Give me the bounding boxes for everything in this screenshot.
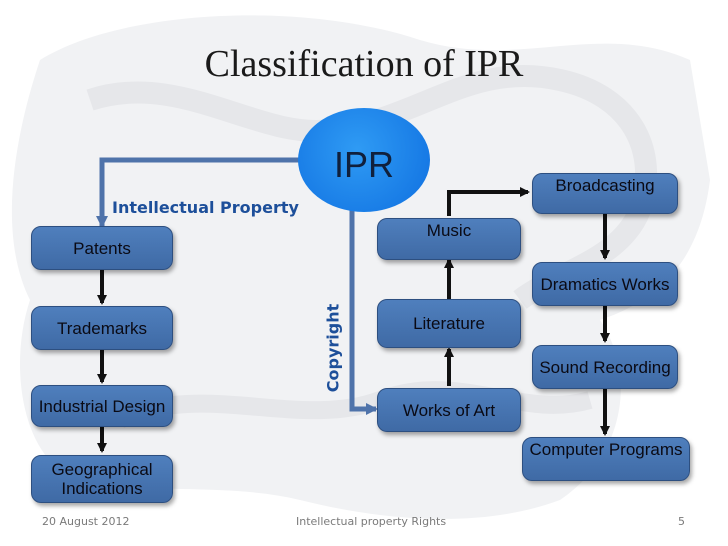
node-industrial-design: Industrial Design: [31, 385, 173, 427]
footer-date: 20 August 2012: [42, 515, 130, 528]
geo-line-2: Indications: [61, 479, 143, 498]
node-broadcasting: Broadcasting: [532, 173, 678, 214]
node-works-of-art: Works of Art: [377, 388, 521, 432]
ipr-root-node: IPR: [298, 108, 430, 212]
node-trademarks: Trademarks: [31, 306, 173, 350]
node-dramatics-works: Dramatics Works: [532, 262, 678, 306]
ipr-to-works-of-art-connector: [349, 210, 378, 415]
node-patents: Patents: [31, 226, 173, 270]
node-geographical-indications: Geographical Indications: [31, 455, 173, 503]
node-music: Music: [377, 218, 521, 260]
copyright-text: Copyright: [323, 303, 343, 393]
geo-line-1: Geographical: [51, 460, 153, 479]
ipr-to-patents-connector: [96, 157, 300, 228]
footer-center-text: Intellectual property Rights: [296, 515, 447, 528]
branch-label-copyright: Copyright: [320, 293, 346, 403]
footer-page-number: 5: [678, 515, 685, 528]
node-sound-recording: Sound Recording: [532, 345, 678, 389]
slide-title: Classification of IPR: [204, 43, 524, 85]
node-computer-programs: Computer Programs: [522, 437, 690, 481]
ipr-root-label: IPR: [333, 144, 394, 185]
node-literature: Literature: [377, 299, 521, 348]
branch-label-intellectual-property: Intellectual Property: [112, 198, 299, 217]
